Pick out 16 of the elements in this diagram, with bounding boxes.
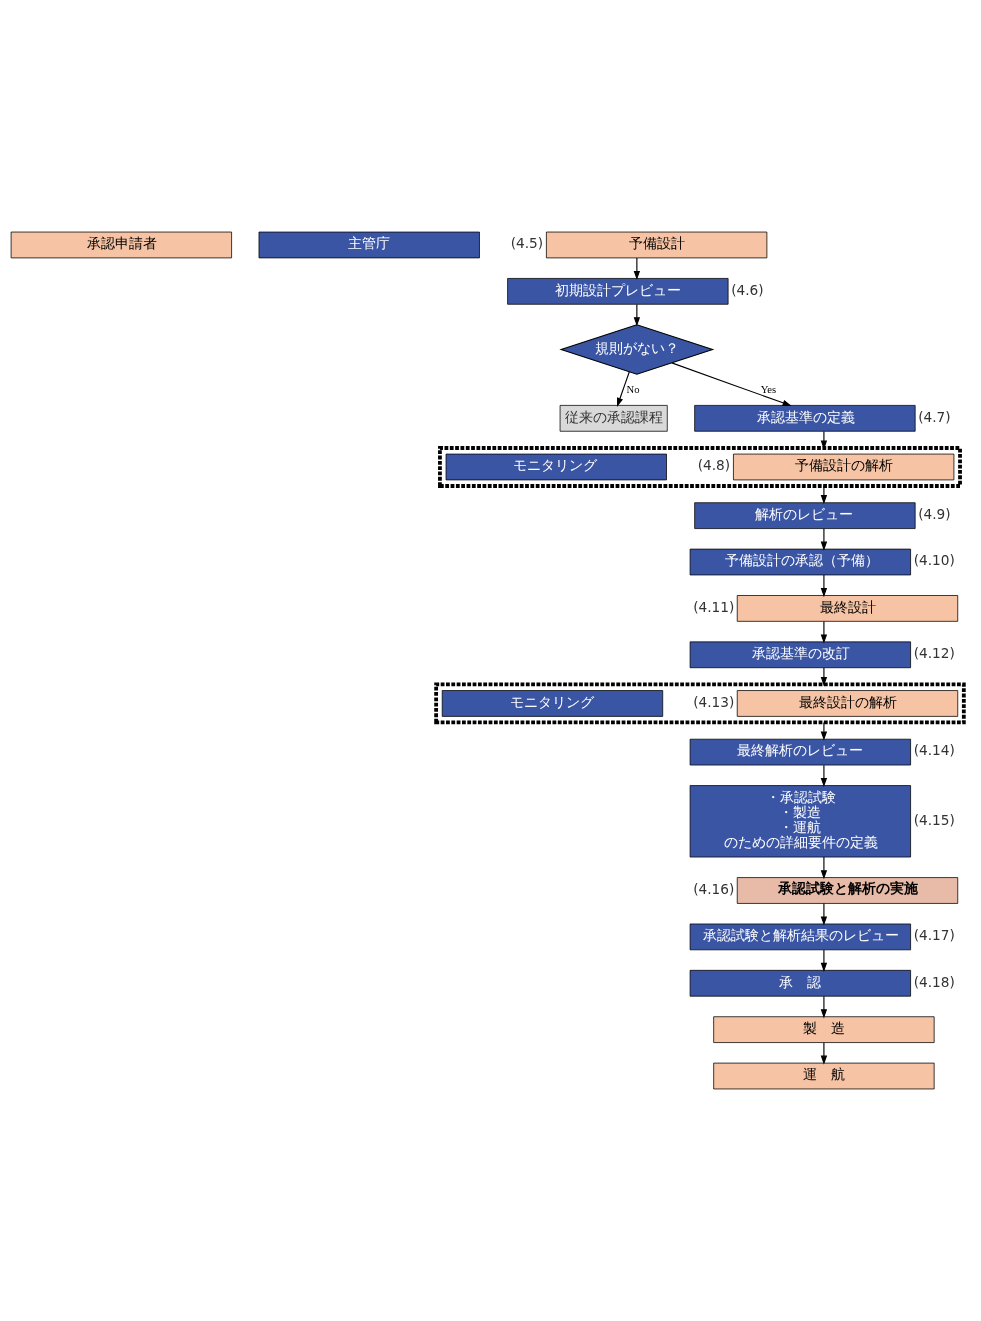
node-label: (4.8)	[697, 457, 731, 474]
node-label: (4.9)	[918, 506, 951, 522]
edge-label: No	[626, 383, 640, 395]
node-label: (4.10)	[913, 552, 955, 569]
node-label: (4.6)	[731, 281, 764, 298]
node-label: (4.17)	[913, 927, 955, 944]
edge-label: Yes	[760, 383, 777, 395]
node-label: (4.15)	[913, 811, 955, 828]
node-label: (4.16)	[693, 880, 735, 897]
node-label: (4.12)	[913, 645, 955, 662]
node-label: (4.13)	[693, 693, 735, 710]
node-label: (4.11)	[693, 598, 735, 615]
node-label: (4.7)	[918, 408, 951, 425]
node-label: (4.18)	[913, 973, 955, 990]
node-label: (4.5)	[510, 235, 544, 252]
node-label: (4.14)	[913, 742, 955, 759]
